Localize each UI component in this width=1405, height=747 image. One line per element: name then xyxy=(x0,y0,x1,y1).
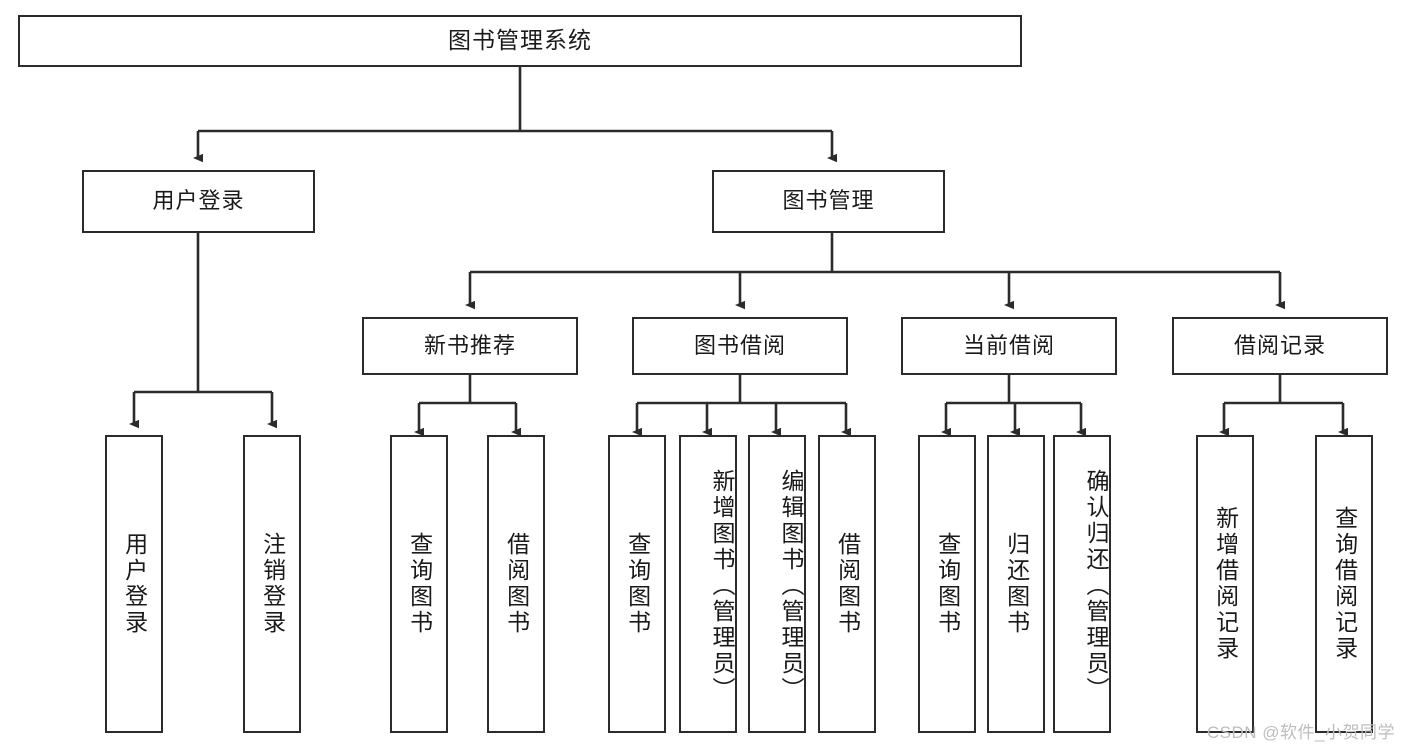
leaf-query-book-borrow[interactable]: 查询图书 xyxy=(608,435,666,733)
leaf-confirm-return-admin[interactable]: 确认归还（管理员） xyxy=(1053,435,1111,733)
leaf-add-borrow-record[interactable]: 新增借阅记录 xyxy=(1196,435,1254,733)
leaf-borrow-book[interactable]: 借阅图书 xyxy=(818,435,876,733)
leaf-user-logout[interactable]: 注销登录 xyxy=(243,435,301,733)
node-user-login[interactable]: 用户登录 xyxy=(82,170,315,233)
node-book-borrow[interactable]: 图书借阅 xyxy=(632,317,848,375)
leaf-query-book-current[interactable]: 查询图书 xyxy=(918,435,976,733)
node-root-system[interactable]: 图书管理系统 xyxy=(18,15,1022,67)
node-borrow-record[interactable]: 借阅记录 xyxy=(1172,317,1388,375)
leaf-return-book[interactable]: 归还图书 xyxy=(987,435,1045,733)
leaf-edit-book-admin[interactable]: 编辑图书（管理员） xyxy=(748,435,806,733)
node-current-borrow[interactable]: 当前借阅 xyxy=(901,317,1117,375)
csdn-watermark: CSDN @软件_小贺同学 xyxy=(1206,723,1395,742)
node-new-book-recommend[interactable]: 新书推荐 xyxy=(362,317,578,375)
leaf-add-book-admin[interactable]: 新增图书（管理员） xyxy=(679,435,737,733)
leaf-borrow-book-recommend[interactable]: 借阅图书 xyxy=(487,435,545,733)
leaf-user-login[interactable]: 用户登录 xyxy=(105,435,163,733)
leaf-query-book-recommend[interactable]: 查询图书 xyxy=(390,435,448,733)
leaf-query-borrow-record[interactable]: 查询借阅记录 xyxy=(1315,435,1373,733)
node-book-management[interactable]: 图书管理 xyxy=(712,170,945,233)
